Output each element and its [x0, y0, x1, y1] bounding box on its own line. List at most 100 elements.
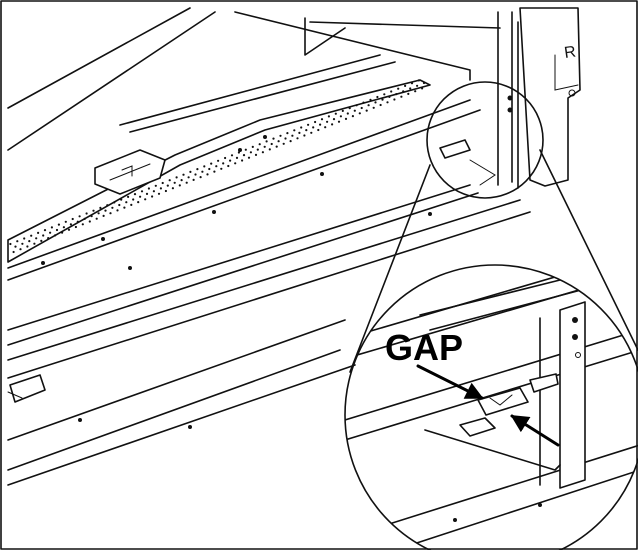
rail-perforation-dot	[268, 148, 271, 151]
gap-arrow-left	[416, 364, 484, 400]
rail-perforation-dot	[206, 173, 209, 176]
rail-perforation-dot	[28, 240, 31, 243]
rail-perforation-dot	[353, 109, 356, 112]
rail-perforation-dot	[137, 201, 140, 204]
rail-perforation-dot	[42, 234, 45, 237]
rail-perforation-dot	[54, 234, 57, 237]
zoom-rail-front	[429, 284, 601, 331]
rail-perforation-dot	[410, 82, 414, 85]
rail-perforation-dot	[263, 145, 266, 148]
rail-perforation-dot	[61, 231, 64, 234]
rail-perforation-dot	[49, 231, 52, 234]
rail-perforation-dot	[111, 206, 114, 209]
rail-perforation-dot	[23, 237, 26, 240]
rail-perforation-dot	[282, 142, 285, 145]
base-rail-mid	[7, 349, 341, 471]
rail-perforation-dot	[261, 151, 264, 154]
floor-front-edge	[7, 184, 471, 331]
right-post-side	[304, 17, 501, 56]
rail-perforation-dot	[164, 189, 167, 193]
top-tray-outer-edge	[7, 7, 191, 109]
rail-perforation-dot	[62, 226, 65, 229]
rail-perforation-dot	[402, 90, 405, 93]
rail-perforation-dot	[254, 153, 258, 156]
rail-perforation-dot	[166, 184, 169, 187]
rail-perforation-dot	[400, 95, 403, 98]
rail-perforation-dot	[339, 115, 342, 118]
rail-perforation-dot	[317, 128, 320, 132]
rail-perforation-dot	[289, 140, 292, 143]
screw-holes	[41, 135, 432, 429]
rail-perforation-dot	[120, 198, 123, 201]
rail-perforation-dot	[132, 198, 135, 201]
rail-perforation-dot	[217, 159, 220, 162]
left-bracket-foot	[7, 391, 23, 399]
rail-perforation-dot	[381, 98, 384, 101]
rail-perforation-dot	[57, 223, 61, 226]
top-tray-inner-edge	[7, 11, 216, 151]
rail-perforation-dot	[78, 215, 81, 218]
zoom-floor-mid-2	[345, 349, 638, 441]
rail-perforation-dot	[157, 192, 161, 195]
rail-perforation-dot	[123, 206, 126, 209]
rail-perforation-dot	[298, 131, 301, 134]
rail-perforation-dot	[83, 217, 86, 220]
rail-perforation-dot	[249, 151, 252, 154]
zoom-screw-2	[453, 518, 457, 522]
rail-perforation-dot	[344, 117, 348, 120]
rail-perforation-dot	[55, 228, 59, 232]
zoom-right-bracket	[529, 373, 559, 393]
top-tray-right-edge	[234, 11, 471, 81]
left-bracket	[9, 374, 46, 403]
rail-perforation-dot	[341, 109, 344, 112]
rail-perforation-dot	[395, 93, 398, 96]
detail-source-circle	[426, 81, 544, 199]
rail-perforation-dot	[286, 132, 289, 135]
main-view: R	[7, 7, 581, 486]
rail-perforation-dot	[152, 190, 155, 193]
rail-perforation-dot	[85, 212, 88, 215]
rail-perforation-dot	[210, 162, 213, 165]
rail-perforation-dot	[9, 242, 12, 246]
rail-perforation-dot	[284, 137, 287, 140]
rail-perforation-dot	[393, 98, 396, 101]
rail-perforation-dot	[90, 215, 93, 218]
rail-perforation-dot	[244, 148, 247, 151]
rail-perforation-dot	[327, 115, 330, 118]
rail-perforation-dot	[145, 192, 149, 195]
zoom-floor-low	[369, 444, 638, 531]
rail-perforation-dot	[50, 226, 54, 229]
rail-perforation-dot	[407, 92, 410, 95]
zoom-post	[559, 301, 586, 489]
rail-perforation-dot	[88, 220, 91, 223]
rail-perforation-dot	[168, 179, 171, 182]
rail-perforation-dot	[147, 187, 150, 190]
rail-perforation-dot	[99, 206, 102, 209]
floor-low-edge-2	[7, 211, 531, 379]
rail-perforation-dot	[213, 170, 216, 173]
rail-perforation-dot	[417, 79, 420, 82]
rail-perforation-dot	[97, 212, 100, 215]
rail-perforation-dot	[35, 237, 38, 240]
rail-perforation-dot	[258, 143, 261, 146]
zoom-floor-low-2	[379, 469, 638, 550]
rail-perforation-dot	[19, 248, 22, 251]
rail-perforation-dot	[47, 237, 50, 240]
rail-perforation-dot	[379, 103, 382, 107]
rail-perforation-dot	[414, 90, 417, 93]
rail-perforation-dot	[367, 104, 370, 107]
perforated-rail	[7, 79, 431, 263]
rail-perforation-dot	[409, 87, 412, 90]
rail-perforation-dot	[113, 201, 116, 204]
base-rail-top	[7, 319, 346, 441]
zoom-leader-right	[539, 149, 638, 351]
rail-perforation-dot	[230, 154, 234, 157]
rail-perforation-dot	[130, 203, 133, 206]
rail-perforation-dot	[422, 81, 426, 85]
rail-perforation-dot	[270, 142, 273, 146]
rail-perforation-dot	[272, 137, 275, 140]
rail-perforation-dot	[125, 201, 128, 204]
rail-perforation-dot	[416, 84, 419, 87]
